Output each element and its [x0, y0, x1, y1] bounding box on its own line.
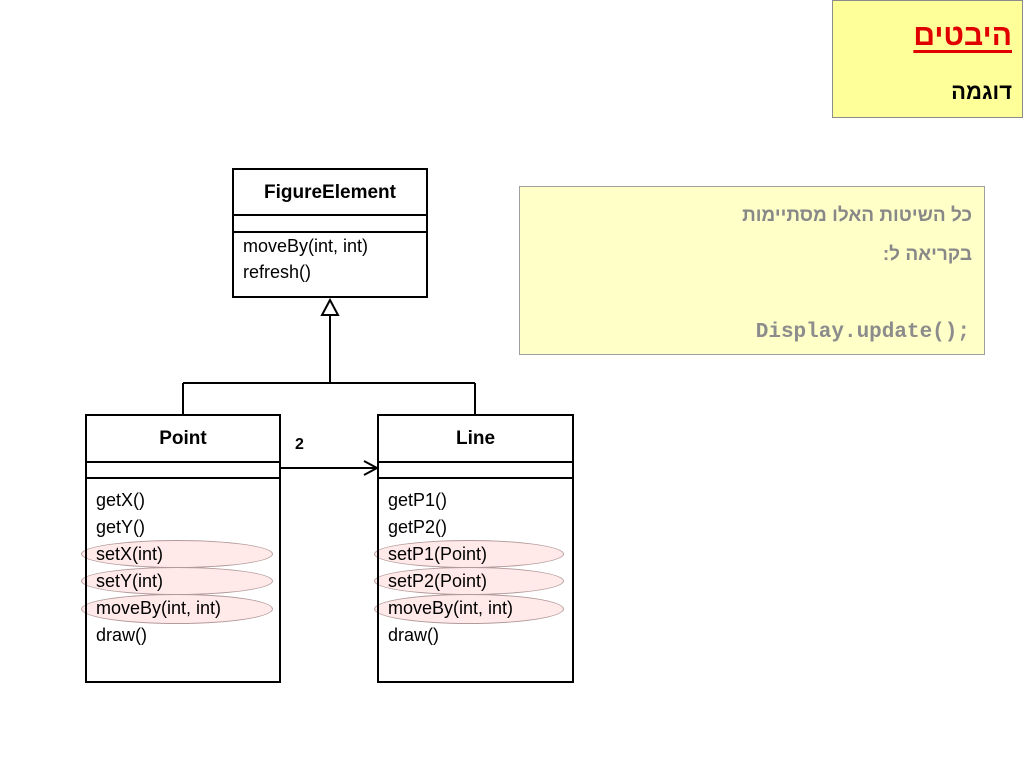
compartment-divider — [234, 214, 426, 216]
method-item-highlighted: moveBy(int, int) — [388, 598, 514, 618]
method-item: getX() — [96, 490, 146, 510]
method-item-highlighted: setP1(Point) — [388, 544, 488, 564]
method-item-highlighted: moveBy(int, int) — [96, 598, 222, 618]
note-box: כל השיטות האלו מסתיימות בקריאה ל: Displa… — [519, 186, 985, 355]
highlight-ellipse — [374, 594, 564, 624]
method-list: getX() getY() setX(int) setY(int) moveBy… — [96, 487, 221, 649]
method-item-highlighted: setX(int) — [96, 544, 164, 564]
slide-subtitle: דוגמה — [951, 79, 1012, 104]
method-item: refresh() — [243, 262, 312, 282]
highlight-ellipse — [81, 540, 273, 568]
inheritance-arrowhead — [320, 297, 340, 316]
method-item: getY() — [96, 517, 146, 537]
highlight-ellipse — [81, 594, 273, 624]
method-item-highlighted: setP2(Point) — [388, 571, 488, 591]
note-line-1: כל השיטות האלו מסתיימות — [742, 205, 972, 226]
method-item: getP1() — [388, 490, 448, 510]
slide-title: היבטים — [913, 19, 1012, 52]
class-figure-element: FigureElement moveBy(int, int) refresh() — [232, 168, 428, 298]
class-name: Point — [159, 428, 207, 449]
method-list: getP1() getP2() setP1(Point) setP2(Point… — [388, 487, 513, 649]
highlight-ellipse — [374, 567, 564, 595]
class-name: Line — [455, 428, 496, 449]
note-code: Display.update(); — [755, 321, 970, 344]
compartment-divider — [379, 461, 572, 463]
title-box: היבטים דוגמה — [832, 0, 1023, 118]
compartment-divider — [87, 461, 279, 463]
note-line-2: בקריאה ל: — [882, 244, 972, 265]
method-list: moveBy(int, int) refresh() — [243, 233, 368, 285]
compartment-divider — [379, 477, 572, 479]
method-item: getP2() — [388, 517, 448, 537]
class-point: Point getX() getY() setX(int) setY(int) … — [85, 414, 281, 683]
method-item: draw() — [388, 625, 440, 645]
method-item-highlighted: setY(int) — [96, 571, 164, 591]
method-item: draw() — [96, 625, 148, 645]
highlight-ellipse — [81, 567, 273, 595]
compartment-divider — [87, 477, 279, 479]
class-line: Line getP1() getP2() setP1(Point) setP2(… — [377, 414, 574, 683]
method-item: moveBy(int, int) — [243, 236, 369, 256]
class-name: FigureElement — [264, 182, 396, 203]
compartment-divider — [234, 231, 426, 233]
association-multiplicity: 2 — [295, 436, 304, 453]
